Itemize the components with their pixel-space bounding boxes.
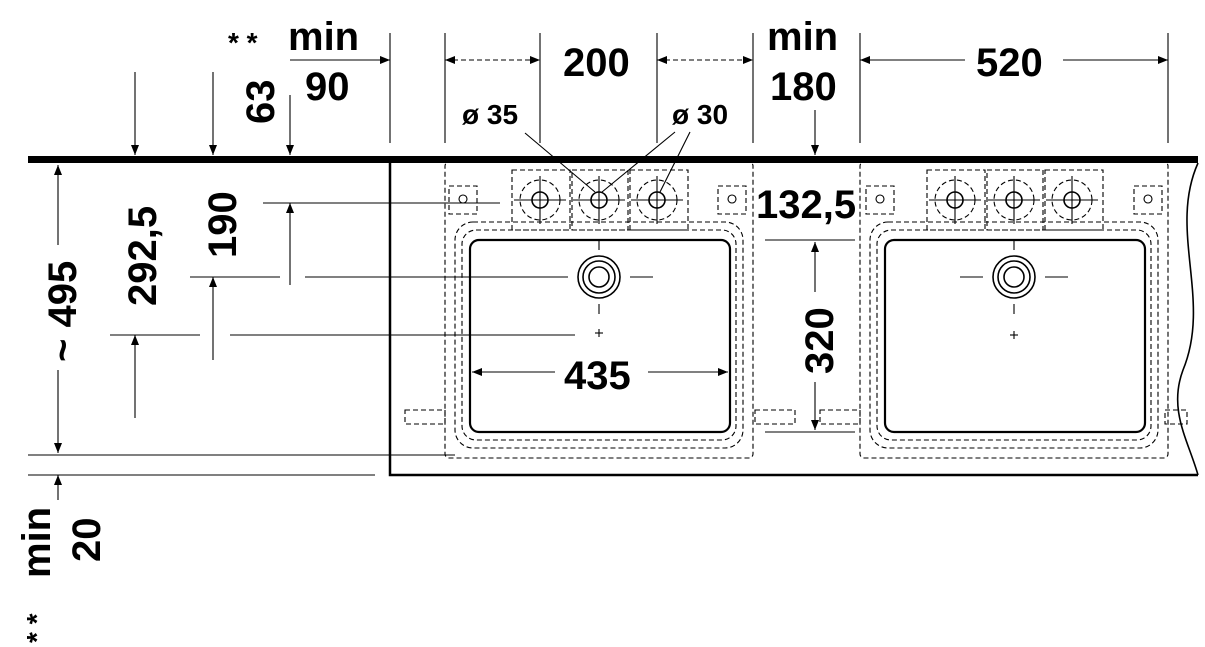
dim-200: 200 (563, 41, 630, 85)
tap-hole-left-1 (514, 176, 566, 224)
stars-bottom-label: * * (21, 613, 52, 643)
dim-diameter-30: ø 30 (672, 99, 728, 130)
tap-hole-right-1 (929, 176, 981, 224)
dim-132-5: 132,5 (756, 183, 856, 227)
dim-292-5: 292,5 (121, 206, 165, 306)
overflow-right (960, 240, 1068, 314)
dimension-lines (54, 33, 1169, 500)
countertop-outline (28, 156, 1199, 477)
left-basin (404, 161, 796, 459)
min-90-value: 90 (305, 65, 350, 109)
min-180-label: min (767, 15, 838, 59)
dim-63: 63 (239, 80, 283, 125)
dim-190: 190 (201, 191, 245, 258)
tap-hole-right-3 (1046, 176, 1098, 224)
dim-320: 320 (798, 307, 842, 374)
dim-520: 520 (976, 41, 1043, 85)
drain-center-right (1010, 331, 1018, 339)
right-basin (819, 161, 1188, 459)
min-20-value: 20 (65, 518, 109, 563)
min-180-value: 180 (770, 65, 837, 109)
dim-495: ~ 495 (41, 261, 85, 362)
dim-diameter-35: ø 35 (462, 99, 518, 130)
stars-top-label: * * (228, 27, 258, 58)
min-20-label: min (15, 507, 59, 578)
dim-435: 435 (564, 354, 631, 398)
tap-hole-left-center (573, 176, 625, 224)
min-90-label: min (288, 15, 359, 59)
drain-center-left (595, 329, 603, 337)
tap-hole-right-center (988, 176, 1040, 224)
tap-hole-left-3 (631, 176, 683, 224)
overflow-left (545, 240, 653, 314)
